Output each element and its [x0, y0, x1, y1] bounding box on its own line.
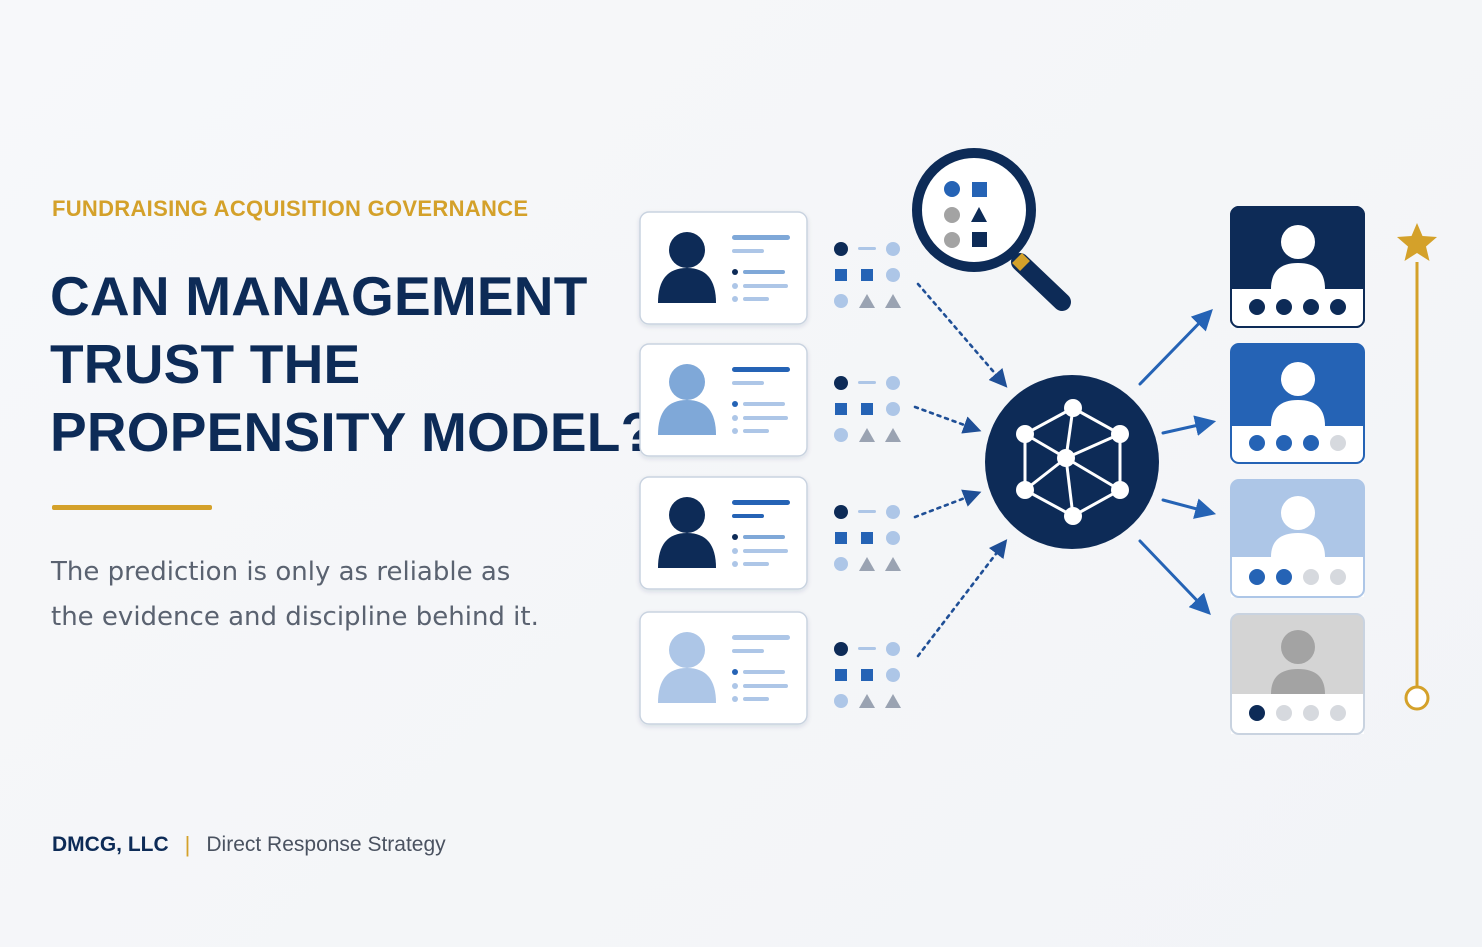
title-line-2: TRUST THE — [50, 333, 361, 395]
footer: DMCG, LLC | Direct Response Strategy — [52, 832, 446, 858]
arrow-icon — [1138, 308, 1213, 386]
gold-divider — [52, 505, 212, 510]
donor-card — [639, 611, 808, 725]
subtitle-line-2: the evidence and discipline behind it. — [51, 602, 539, 632]
output-arrows — [1138, 308, 1217, 616]
arrow-icon — [913, 405, 982, 434]
donor-card — [639, 476, 808, 590]
ranked-card-medium — [1230, 479, 1365, 598]
ranked-card-high — [1230, 343, 1365, 464]
arrow-icon — [913, 489, 982, 519]
eyebrow-label: FUNDRAISING ACQUISITION GOVERNANCE — [52, 196, 529, 221]
score-dots — [1249, 299, 1346, 315]
score-dots — [1249, 569, 1346, 585]
ranked-output-cards — [1230, 206, 1365, 735]
arrow-icon — [1161, 415, 1217, 436]
ranked-card-highest — [1230, 206, 1365, 328]
donor-profile-cards — [639, 211, 808, 725]
feature-grid — [834, 642, 901, 708]
arrow-icon — [1161, 498, 1217, 519]
title-line-3: PROPENSITY MODEL? — [50, 401, 655, 463]
score-dots — [1249, 705, 1346, 721]
score-dots — [1249, 435, 1346, 451]
page-title: CAN MANAGEMENT TRUST THE PROPENSITY MODE… — [50, 262, 655, 466]
person-icon — [658, 632, 716, 703]
arrow-icon — [916, 539, 1008, 658]
footer-tagline: Direct Response Strategy — [206, 833, 446, 856]
footer-brand: DMCG, LLC — [52, 833, 169, 856]
ranking-scale — [1397, 223, 1437, 711]
subtitle-line-1: The prediction is only as reliable as — [51, 557, 511, 587]
arrow-icon — [916, 282, 1008, 388]
person-icon — [1271, 362, 1325, 426]
feature-grid — [834, 376, 901, 442]
feature-glyph-grids — [834, 242, 901, 708]
star-icon — [1397, 223, 1437, 261]
feature-grid — [834, 242, 901, 308]
subtitle: The prediction is only as reliable as th… — [51, 550, 611, 640]
donor-card — [639, 343, 808, 457]
network-model-icon — [985, 375, 1159, 549]
scale-end-marker — [1404, 685, 1430, 711]
donor-card — [639, 211, 808, 325]
input-arrows — [913, 282, 1008, 658]
person-icon — [1271, 630, 1325, 694]
person-icon — [1271, 496, 1325, 557]
feature-grid — [834, 505, 901, 571]
magnifier-icon — [912, 148, 1071, 311]
ranked-card-low — [1230, 613, 1365, 735]
title-line-1: CAN MANAGEMENT — [50, 265, 588, 327]
person-icon — [658, 497, 716, 568]
footer-separator: | — [184, 832, 191, 857]
arrow-icon — [1138, 539, 1211, 616]
person-icon — [658, 364, 716, 435]
person-icon — [1271, 225, 1325, 289]
person-icon — [658, 232, 716, 303]
